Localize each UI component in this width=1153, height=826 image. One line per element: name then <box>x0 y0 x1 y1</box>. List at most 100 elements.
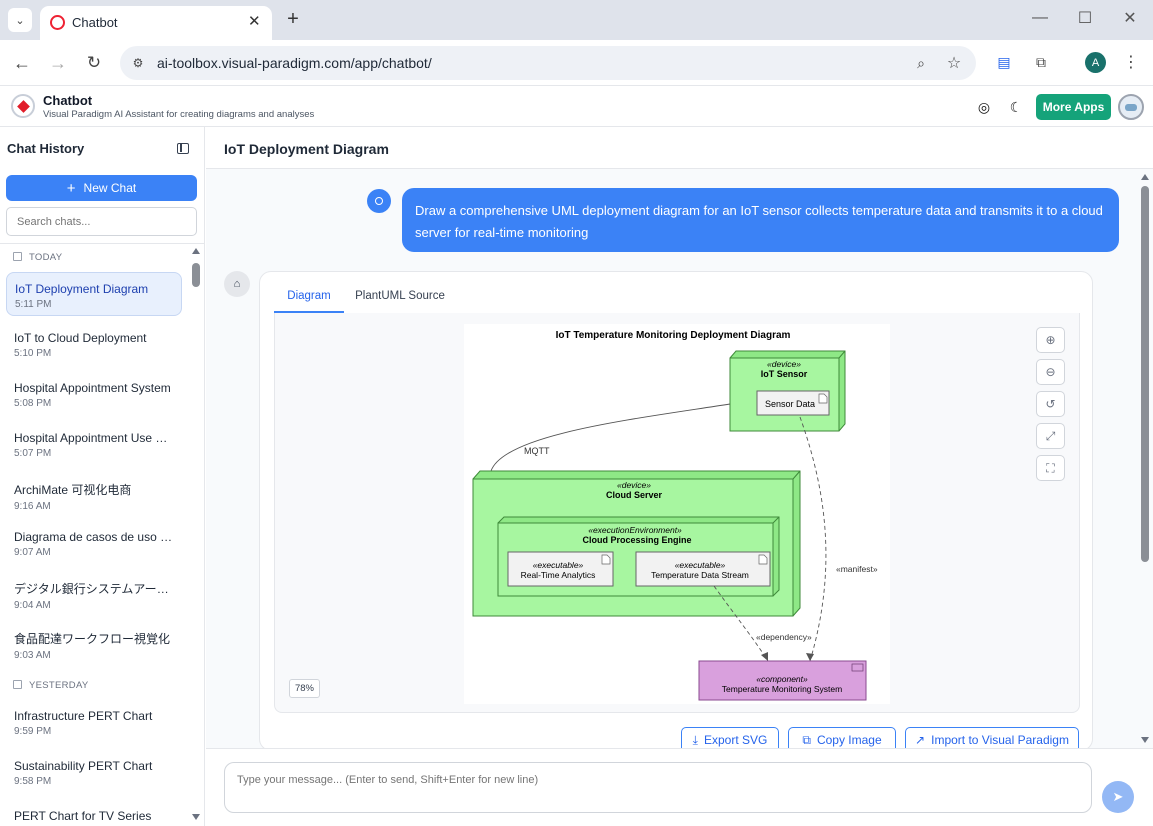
history-title: PERT Chart for TV Series <box>14 809 152 823</box>
history-title: Diagrama de casos de uso bi... <box>14 530 174 544</box>
artifact-icon <box>601 554 611 565</box>
new-tab-plus-icon[interactable]: + <box>287 7 299 30</box>
temperature-data-stream-artifact[interactable]: «executable» Temperature Data Stream <box>635 551 771 587</box>
tab-close-icon[interactable]: ✕ <box>248 13 261 30</box>
profile-avatar[interactable]: A <box>1085 52 1106 73</box>
tab-list-button[interactable]: ⌄ <box>8 8 32 32</box>
import-vp-label: Import to Visual Paradigm <box>931 733 1069 747</box>
sidebar-scrollbar[interactable] <box>190 245 203 825</box>
chat-history-sidebar: Chat History + New Chat TODAY IoT Deploy… <box>0 127 205 826</box>
history-time: 5:08 PM <box>14 398 52 409</box>
history-item-active[interactable]: IoT Deployment Diagram 5:11 PM <box>6 272 182 316</box>
fullscreen-icon[interactable]: ⛶ <box>1036 455 1065 481</box>
send-paper-plane-icon: ➤ <box>1112 789 1124 804</box>
scroll-up-arrow-icon[interactable] <box>1141 174 1149 180</box>
manifest-label: «manifest» <box>836 564 878 574</box>
main-scrollbar[interactable] <box>1138 170 1152 748</box>
real-time-analytics-artifact[interactable]: «executable» Real-Time Analytics <box>507 551 614 587</box>
message-input[interactable] <box>224 762 1092 813</box>
history-item[interactable]: Infrastructure PERT Chart 9:59 PM <box>6 700 182 744</box>
bot-avatar-icon: ⌂ <box>224 271 250 297</box>
history-title: IoT Deployment Diagram <box>15 282 149 296</box>
reload-icon[interactable]: ↻ <box>86 53 102 72</box>
site-settings-icon[interactable]: ⚙ <box>132 56 144 70</box>
search-chats-input[interactable] <box>6 207 197 236</box>
history-item[interactable]: Hospital Appointment Use C... 5:07 PM <box>6 422 182 466</box>
iot-stereotype: «device» <box>767 359 801 369</box>
scroll-down-arrow-icon[interactable] <box>192 814 200 820</box>
history-title: Infrastructure PERT Chart <box>14 709 153 723</box>
history-item[interactable]: Hospital Appointment System 5:08 PM <box>6 372 182 416</box>
mqtt-label: MQTT <box>524 446 550 456</box>
export-svg-label: Export SVG <box>703 733 768 747</box>
collapse-sidebar-icon[interactable] <box>174 139 192 157</box>
zoom-level-text: 78% <box>294 683 314 694</box>
tab-plantuml-label: PlantUML Source <box>355 290 445 302</box>
address-bar[interactable]: ⚙ ai-toolbox.visual-paradigm.com/app/cha… <box>120 46 976 80</box>
conversation-title: IoT Deployment Diagram <box>224 141 389 157</box>
history-title: Sustainability PERT Chart <box>14 759 153 773</box>
temperature-monitoring-component[interactable]: «component» Temperature Monitoring Syste… <box>698 660 867 701</box>
reset-view-icon[interactable]: ↺ <box>1036 391 1065 417</box>
download-icon: ⤓ <box>692 732 698 747</box>
history-title: Hospital Appointment Use C... <box>14 431 174 445</box>
artifact-icon <box>758 554 768 565</box>
history-item[interactable]: IoT to Cloud Deployment 5:10 PM <box>6 322 182 366</box>
browser-menu-icon[interactable]: ⋮ <box>1123 54 1139 71</box>
app-subtitle: Visual Paradigm AI Assistant for creatin… <box>43 109 315 120</box>
maximize-icon[interactable]: ☐ <box>1077 10 1093 27</box>
extension-doc-icon[interactable]: ▤ <box>997 53 1011 70</box>
manifest-arrowhead <box>806 653 814 661</box>
bookmark-star-icon[interactable]: ☆ <box>946 55 962 72</box>
browser-tab[interactable]: Chatbot ✕ <box>40 6 272 40</box>
history-time: 5:07 PM <box>14 448 52 459</box>
send-button[interactable]: ➤ <box>1102 781 1134 813</box>
scrollbar-thumb[interactable] <box>1141 186 1149 562</box>
tab-title: Chatbot <box>72 15 118 30</box>
component-stereotype: «component» <box>756 674 808 684</box>
chatbot-favicon-icon <box>50 15 65 30</box>
tab-diagram[interactable]: Diagram <box>274 286 344 313</box>
back-arrow-icon[interactable]: ← <box>13 52 31 73</box>
zoom-in-icon[interactable]: ⊕ <box>1036 327 1065 353</box>
component-name: Temperature Monitoring System <box>722 684 842 694</box>
diagram-title: IoT Temperature Monitoring Deployment Di… <box>556 330 791 341</box>
tds-stereotype: «executable» <box>675 560 726 570</box>
user-message-bubble: Draw a comprehensive UML deployment diag… <box>402 188 1119 252</box>
sidebar-heading: Chat History <box>7 141 85 156</box>
extensions-puzzle-icon[interactable]: ⧉ <box>1036 53 1046 70</box>
history-item[interactable]: 食品配達ワークフロー視覚化 9:03 AM <box>6 621 182 665</box>
cloud-name: Cloud Server <box>606 490 663 500</box>
minimize-icon[interactable]: — <box>1032 9 1048 26</box>
calendar-icon <box>13 680 22 689</box>
history-item[interactable]: ArchiMate 可视化电商 9:16 AM <box>6 472 182 516</box>
dark-mode-moon-icon[interactable]: ☾ <box>1009 98 1023 115</box>
history-item[interactable]: デジタル銀行システムアーキ... 9:04 AM <box>6 571 182 615</box>
history-item[interactable]: PERT Chart for TV Series <box>6 800 182 826</box>
tab-plantuml-source[interactable]: PlantUML Source <box>350 286 450 313</box>
deployment-diagram: IoT Temperature Monitoring Deployment Di… <box>464 324 890 704</box>
section-yesterday: YESTERDAY <box>29 680 89 691</box>
fit-to-screen-icon[interactable]: ⤢ <box>1036 423 1065 449</box>
browser-toolbar: ← → ↻ ⚙ ai-toolbox.visual-paradigm.com/a… <box>0 40 1153 86</box>
zoom-level-badge: 78% <box>289 679 320 698</box>
more-apps-button[interactable]: More Apps <box>1036 94 1111 120</box>
scrollbar-thumb[interactable] <box>192 263 200 287</box>
forward-arrow-icon[interactable]: → <box>49 52 67 73</box>
section-today: TODAY <box>29 252 63 263</box>
scroll-up-arrow-icon[interactable] <box>192 248 200 254</box>
history-item[interactable]: Sustainability PERT Chart 9:58 PM <box>6 750 182 794</box>
history-time: 9:04 AM <box>14 600 51 611</box>
history-item[interactable]: Diagrama de casos de uso bi... 9:07 AM <box>6 521 182 565</box>
globe-language-icon[interactable]: ◎ <box>977 98 991 115</box>
assistant-avatar-icon[interactable] <box>1118 94 1144 120</box>
zoom-out-icon[interactable]: ⊖ <box>1036 359 1065 385</box>
new-chat-button[interactable]: + New Chat <box>6 175 197 201</box>
browser-tab-bar: ⌄ Chatbot ✕ + — ☐ ✕ <box>0 0 1153 40</box>
zoom-search-icon[interactable]: ⌕ <box>917 54 925 71</box>
engine-stereotype: «executionEnvironment» <box>588 525 682 535</box>
scroll-down-arrow-icon[interactable] <box>1141 737 1149 743</box>
sensor-data-artifact[interactable]: Sensor Data <box>756 390 830 416</box>
dependency-label: «dependency» <box>756 632 812 642</box>
window-close-icon[interactable]: ✕ <box>1123 10 1137 27</box>
